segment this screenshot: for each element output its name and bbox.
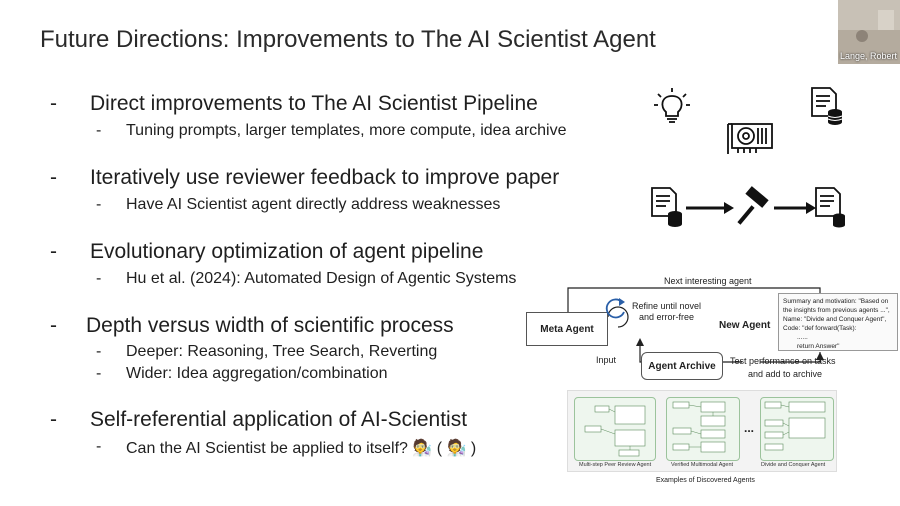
divide-conquer-agent-graph xyxy=(764,401,826,451)
participant-video-thumbnail[interactable]: Lange, Robert xyxy=(838,0,900,64)
sub-bullet-dash: - xyxy=(96,196,102,213)
sub-bullet-text: Tuning prompts, larger templates, more c… xyxy=(126,122,567,139)
bullet-text: Iteratively use reviewer feedback to imp… xyxy=(90,166,560,189)
bullet-dash: - xyxy=(50,92,57,115)
peer-review-agent-graph xyxy=(584,405,646,457)
meta-agent-box: Meta Agent xyxy=(526,312,608,346)
test-performance-label: Test performance on tasks xyxy=(730,356,836,366)
panel-caption: Divide and Conquer Agent xyxy=(761,462,826,468)
input-label: Input xyxy=(596,355,617,365)
slide-title: Future Directions: Improvements to The A… xyxy=(40,26,656,53)
bullet-text: Evolutionary optimization of agent pipel… xyxy=(90,240,484,263)
add-to-archive-label: and add to archive xyxy=(748,369,823,379)
refine-loop-icon xyxy=(605,298,625,319)
agent-archive-box: Agent Archive xyxy=(641,352,723,380)
verified-multimodal-agent-graph xyxy=(672,401,726,453)
sub-bullet-text: Hu et al. (2024): Automated Design of Ag… xyxy=(126,270,517,287)
new-agent-label: New Agent xyxy=(719,320,771,331)
agent-example-panel: Multi-step Peer Review Agent xyxy=(574,397,656,468)
sub-bullet-text: Can the AI Scientist be applied to itsel… xyxy=(126,440,477,457)
summary-line: the insights from previous agents ...", xyxy=(783,307,890,314)
gpu-card-icon xyxy=(727,123,773,154)
sub-bullet-dash: - xyxy=(96,270,102,287)
panel-caption: Verified Multimodal Agent xyxy=(671,462,734,468)
document-database-icon xyxy=(811,87,843,125)
agent-example-panel: Divide and Conquer Agent xyxy=(760,397,834,468)
bullet-text: Self-referential application of AI-Scien… xyxy=(90,408,468,431)
meta-agent-label: Meta Agent xyxy=(540,323,594,335)
sub-bullet-text: Deeper: Reasoning, Tree Search, Revertin… xyxy=(126,343,438,360)
agent-summary-card: Summary and motivation: "Based on the in… xyxy=(778,293,898,351)
summary-line: return Answer" xyxy=(797,343,840,350)
sub-bullet-dash: - xyxy=(96,438,102,455)
agent-example-panel: Verified Multimodal Agent xyxy=(666,397,740,468)
examples-caption: Examples of Discovered Agents xyxy=(656,477,755,484)
sub-bullet-text: Have AI Scientist agent directly address… xyxy=(126,196,501,213)
discovered-agents-examples: Multi-step Peer Review Agent xyxy=(567,390,837,472)
refine-label-1: Refine until novel xyxy=(632,301,702,311)
bullet-text: Direct improvements to The AI Scientist … xyxy=(90,92,538,115)
sub-bullet-dash: - xyxy=(96,365,102,382)
sub-bullet-text: Wider: Idea aggregation/combination xyxy=(126,365,388,382)
sub-bullet-dash: - xyxy=(96,122,102,139)
summary-line: Summary and motivation: "Based on xyxy=(783,298,889,305)
next-agent-label: Next interesting agent xyxy=(664,276,752,286)
summary-line: Name: "Divide and Conquer Agent", xyxy=(783,316,887,323)
refine-label-2: and error-free xyxy=(639,312,695,322)
participant-name-label: Lange, Robert xyxy=(840,51,898,61)
bullet-text: Depth versus width of scientific process xyxy=(86,314,454,337)
summary-line: Code: "def forward(Task): xyxy=(783,325,857,332)
review-pipeline-icon xyxy=(651,186,845,228)
video-feed-image xyxy=(838,0,900,64)
panel-caption: Multi-step Peer Review Agent xyxy=(579,462,652,468)
more-examples-ellipsis: ... xyxy=(744,421,755,435)
lightbulb-icon xyxy=(654,88,690,123)
summary-line: ...... xyxy=(797,334,808,341)
bullet-dash: - xyxy=(50,314,57,337)
agent-archive-label: Agent Archive xyxy=(648,360,716,372)
bullet-dash: - xyxy=(50,166,57,189)
bullet-dash: - xyxy=(50,240,57,263)
bullet-dash: - xyxy=(50,408,57,431)
sub-bullet-dash: - xyxy=(96,343,102,360)
